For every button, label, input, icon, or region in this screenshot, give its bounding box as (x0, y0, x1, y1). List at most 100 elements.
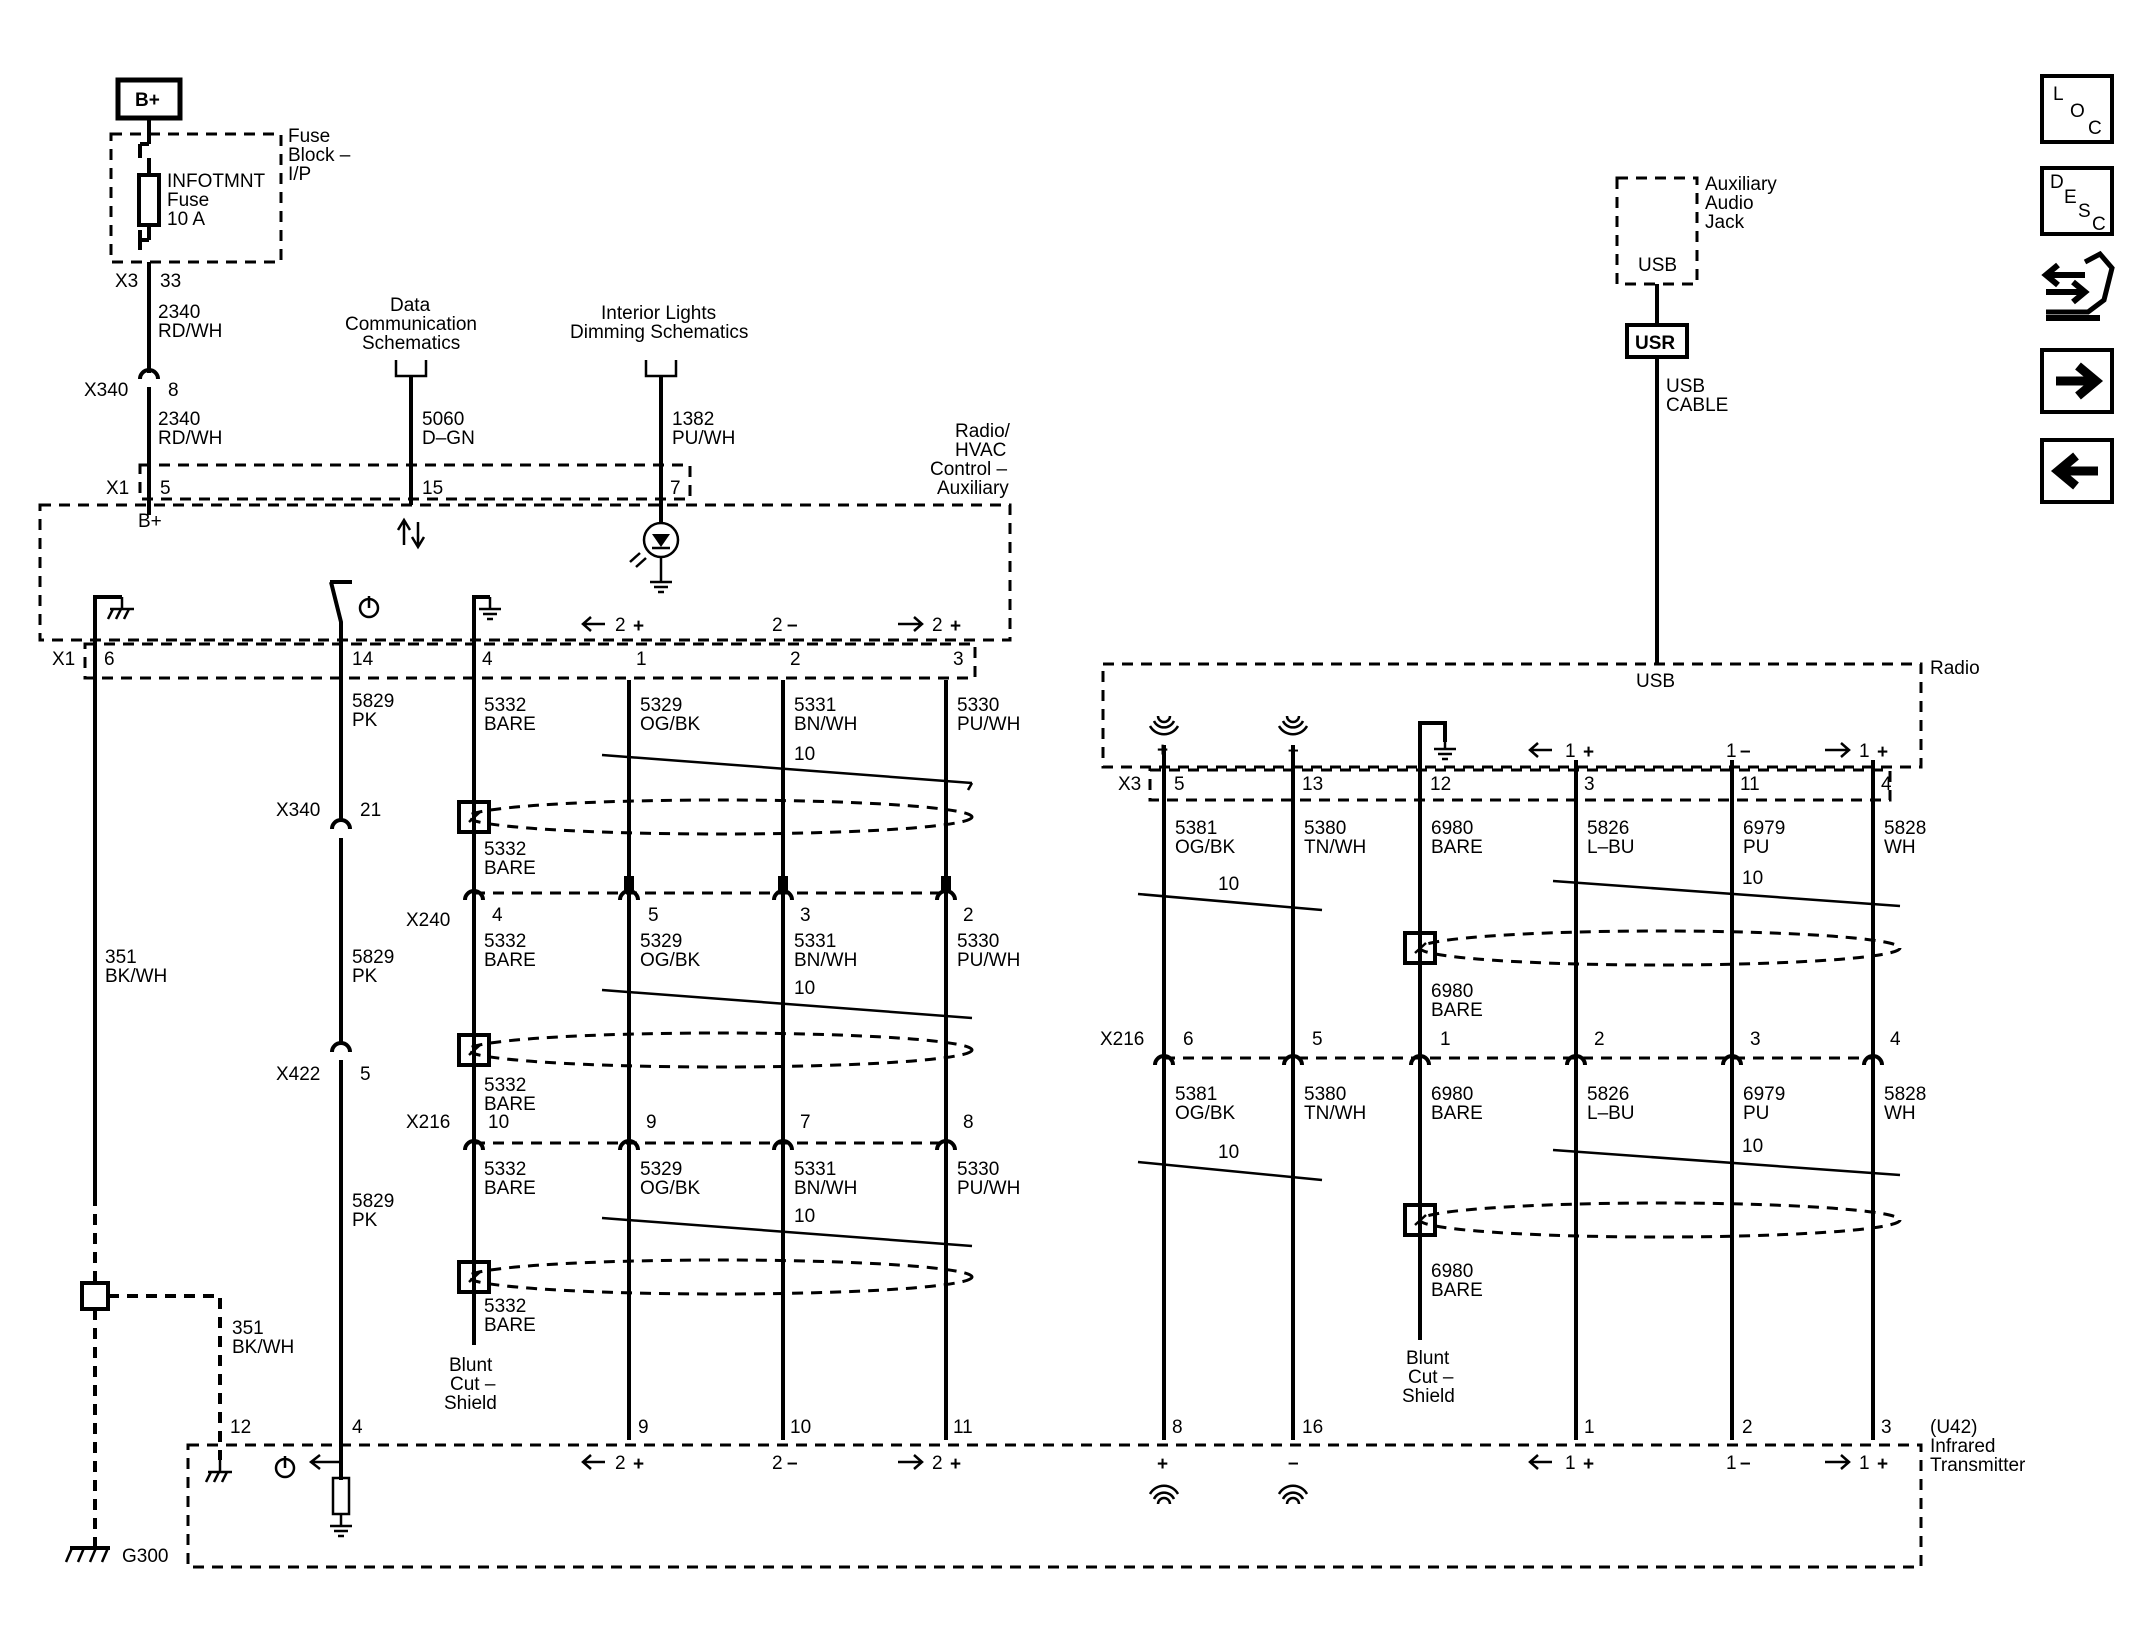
svg-text:BARE: BARE (484, 1178, 536, 1199)
svg-text:6980: 6980 (1431, 818, 1473, 839)
svg-text:BARE: BARE (1431, 1280, 1483, 1301)
dimming-led-icon (629, 521, 680, 594)
svg-text:B+: B+ (138, 511, 162, 532)
svg-text:+: + (633, 616, 644, 637)
svg-text:1: 1 (1440, 1029, 1451, 1050)
antenna-wave-icon (1148, 714, 1180, 736)
chassis-ground-icon (106, 595, 136, 621)
svg-text:+: + (1583, 1454, 1594, 1475)
x240-pins: 4 5 3 2 (492, 905, 974, 926)
bottom-pins: 12 4 9 10 11 8 16 1 2 3 (230, 1417, 1892, 1438)
svg-text:X340: X340 (84, 380, 128, 401)
svg-text:C: C (2088, 118, 2102, 139)
svg-text:6979: 6979 (1743, 818, 1785, 839)
svg-text:Interior Lights: Interior Lights (601, 303, 716, 324)
ground-icon (477, 595, 503, 621)
svg-text:Cut –: Cut – (450, 1374, 496, 1395)
infrared-label: (U42) Infrared Transmitter (1930, 1417, 2026, 1476)
connector-icon[interactable] (2041, 250, 2115, 321)
svg-text:1: 1 (1565, 1453, 1576, 1474)
bidirectional-arrows-icon (396, 517, 426, 550)
wire-label-351-a: 351 BK/WH (105, 947, 167, 987)
svg-text:Radio: Radio (1930, 658, 1980, 679)
svg-text:X240: X240 (406, 910, 450, 931)
svg-text:6: 6 (1183, 1029, 1194, 1050)
x216-right-pins: 6 5 1 2 3 4 (1183, 1029, 1901, 1050)
infrared-wave-icon (1277, 1484, 1309, 1506)
svg-text:Fuse: Fuse (167, 190, 209, 211)
svg-text:2: 2 (963, 905, 974, 926)
svg-text:+: + (1877, 1454, 1888, 1475)
svg-text:2: 2 (772, 1453, 783, 1474)
svg-text:+: + (1157, 1454, 1168, 1475)
svg-text:RD/WH: RD/WH (158, 428, 222, 449)
wire-label-5829-a: 5829 PK (352, 691, 394, 731)
svg-text:5332: 5332 (484, 931, 526, 952)
svg-text:L: L (2053, 84, 2064, 105)
svg-text:6980: 6980 (1431, 1084, 1473, 1105)
svg-text:5330: 5330 (957, 1159, 999, 1180)
svg-text:–: – (1288, 1453, 1299, 1474)
svg-text:D–GN: D–GN (422, 428, 475, 449)
svg-text:Infrared: Infrared (1930, 1436, 1995, 1457)
svg-text:5332: 5332 (484, 695, 526, 716)
svg-text:+: + (633, 1454, 644, 1475)
svg-text:1: 1 (1859, 1453, 1870, 1474)
svg-text:11: 11 (953, 1417, 973, 1438)
svg-text:16: 16 (1302, 1417, 1323, 1438)
arrow-left-icon[interactable] (2040, 438, 2114, 504)
svg-text:5826: 5826 (1587, 818, 1629, 839)
svg-text:1: 1 (1726, 1453, 1737, 1474)
svg-text:BN/WH: BN/WH (794, 1178, 857, 1199)
usb-cable-label: USB CABLE (1666, 376, 1728, 416)
svg-text:10: 10 (794, 744, 815, 765)
svg-text:G300: G300 (122, 1546, 168, 1567)
svg-text:BARE: BARE (484, 714, 536, 735)
svg-text:351: 351 (232, 1318, 264, 1339)
wire-label-2340-b: 2340 RD/WH (158, 409, 222, 449)
arrow-right-icon[interactable] (2040, 348, 2114, 414)
svg-text:5: 5 (1312, 1029, 1323, 1050)
svg-text:BK/WH: BK/WH (232, 1337, 294, 1358)
svg-text:Shield: Shield (1402, 1386, 1455, 1407)
desc-icon[interactable]: D E S C (2040, 166, 2114, 236)
svg-text:BARE: BARE (484, 950, 536, 971)
svg-text:X3: X3 (115, 271, 138, 292)
svg-text:PU/WH: PU/WH (957, 950, 1020, 971)
svg-text:BARE: BARE (1431, 837, 1483, 858)
svg-text:PU: PU (1743, 837, 1769, 858)
svg-text:PK: PK (352, 1210, 378, 1231)
radio-module (1101, 662, 1923, 769)
infotmnt-fuse (137, 173, 161, 227)
svg-text:10: 10 (794, 1206, 815, 1227)
svg-text:O: O (2070, 101, 2085, 122)
svg-text:5331: 5331 (794, 695, 836, 716)
svg-text:7: 7 (800, 1112, 811, 1133)
svg-text:3: 3 (1881, 1417, 1892, 1438)
signal-markers-left: 2 + 2 – 2 + (581, 615, 961, 637)
svg-text:USB: USB (1636, 671, 1675, 692)
wire-label-5829-b: 5829 PK (352, 947, 394, 987)
svg-text:OG/BK: OG/BK (1175, 1103, 1236, 1124)
svg-text:5329: 5329 (640, 695, 682, 716)
wire-label-2340-a: 2340 RD/WH (158, 302, 222, 342)
svg-text:10: 10 (794, 978, 815, 999)
svg-text:Block –: Block – (288, 145, 351, 166)
svg-text:5332: 5332 (484, 839, 526, 860)
svg-text:11: 11 (1740, 774, 1760, 795)
svg-text:Fuse: Fuse (288, 126, 330, 147)
blunt-cut-shield-left: Blunt Cut – Shield (444, 1355, 497, 1414)
svg-text:L–BU: L–BU (1587, 1103, 1635, 1124)
loc-icon[interactable]: L O C (2040, 74, 2114, 144)
svg-text:3: 3 (1750, 1029, 1761, 1050)
svg-text:5828: 5828 (1884, 1084, 1926, 1105)
svg-text:+: + (950, 616, 961, 637)
aux-jack-label: Auxiliary Audio Jack (1705, 174, 1777, 233)
svg-text:21: 21 (360, 800, 381, 821)
svg-text:6980: 6980 (1431, 1261, 1473, 1282)
svg-text:USB: USB (1638, 255, 1677, 276)
